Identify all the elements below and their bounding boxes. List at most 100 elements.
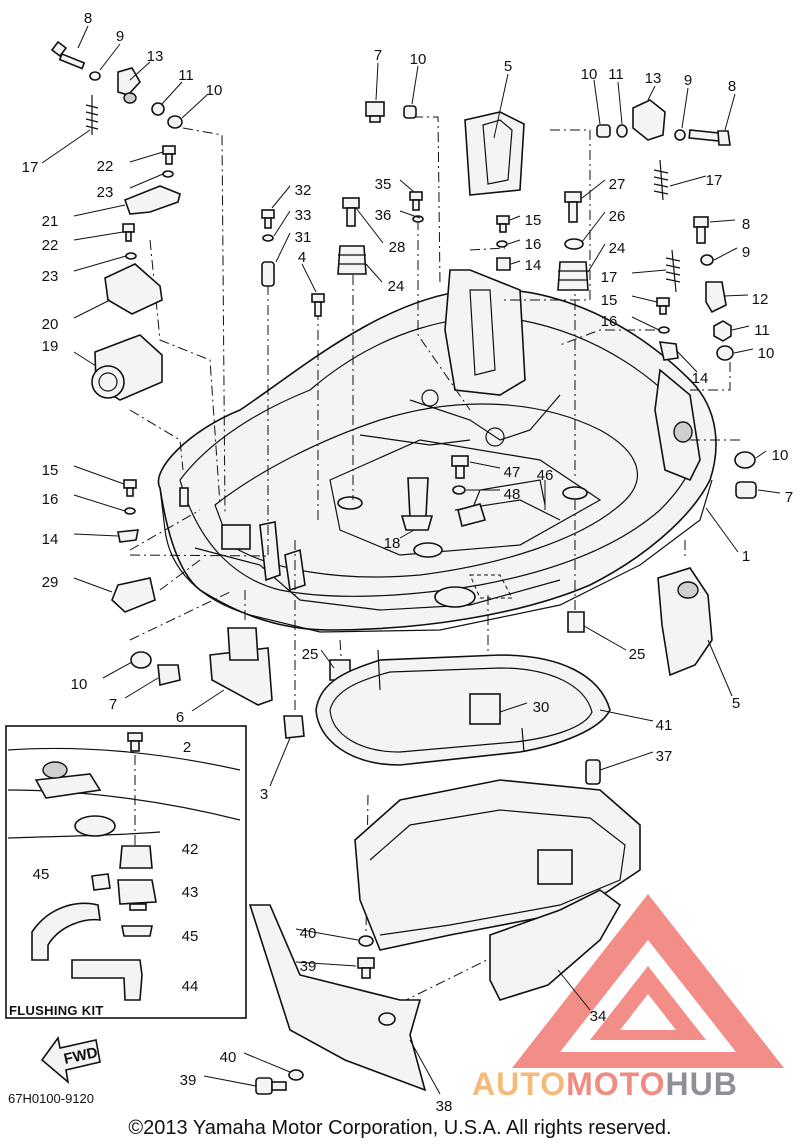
callout-40: 40: [300, 925, 317, 942]
callout-8: 8: [728, 78, 736, 95]
callout-15: 15: [42, 462, 59, 479]
seal-gasket: [315, 649, 611, 766]
callout-29: 29: [42, 574, 59, 591]
callout-10: 10: [772, 447, 789, 464]
callout-16: 16: [601, 313, 618, 330]
drawing-code: 67H0100-9120: [8, 1091, 95, 1106]
callout-15: 15: [525, 212, 542, 229]
callout-45: 45: [33, 866, 50, 883]
callout-25: 25: [302, 646, 319, 663]
callout-27: 27: [609, 176, 626, 193]
callout-8: 8: [742, 216, 750, 233]
callout-39: 39: [300, 958, 317, 975]
callout-9: 9: [116, 28, 124, 45]
callout-22: 22: [42, 237, 59, 254]
callout-10: 10: [206, 82, 223, 99]
callout-6: 6: [176, 709, 184, 726]
callout-44: 44: [182, 978, 199, 995]
callout-5: 5: [504, 58, 512, 75]
parts-top-middle: [261, 101, 525, 317]
callout-40: 40: [220, 1049, 237, 1066]
callout-15: 15: [601, 292, 618, 309]
callout-24: 24: [609, 240, 626, 257]
callout-38: 38: [436, 1098, 453, 1115]
callout-4: 4: [298, 249, 306, 266]
callout-26: 26: [609, 208, 626, 225]
parts-top-left: [50, 40, 183, 401]
flushing-kit-inset: [5, 725, 247, 1019]
fwd-arrow: FWD: [40, 1036, 101, 1085]
callout-7: 7: [785, 489, 793, 506]
callout-39: 39: [180, 1072, 197, 1089]
callout-16: 16: [525, 236, 542, 253]
callout-37: 37: [656, 748, 673, 765]
callout-17: 17: [706, 172, 723, 189]
parts-mid-left: [111, 455, 713, 739]
lower-panel-34: [489, 889, 622, 1001]
callout-11: 11: [608, 66, 624, 83]
watermark-part-auto: AUTO: [472, 1066, 567, 1102]
callout-14: 14: [42, 531, 59, 548]
callout-45: 45: [182, 928, 199, 945]
callout-41: 41: [656, 717, 673, 734]
callout-33: 33: [295, 207, 312, 224]
callout-22: 22: [97, 158, 114, 175]
callout-11: 11: [754, 322, 770, 339]
callout-7: 7: [374, 47, 382, 64]
callout-7: 7: [109, 696, 117, 713]
lower-panel-38: [248, 904, 427, 1095]
callout-23: 23: [97, 184, 114, 201]
callout-12: 12: [752, 291, 769, 308]
callout-10: 10: [758, 345, 775, 362]
callout-20: 20: [42, 316, 59, 333]
callout-10: 10: [410, 51, 427, 68]
callout-31: 31: [295, 229, 312, 246]
callout-leaders: [41, 25, 781, 1095]
callout-17: 17: [22, 159, 39, 176]
callout-16: 16: [42, 491, 59, 508]
callout-42: 42: [182, 841, 199, 858]
callout-43: 43: [182, 884, 199, 901]
callout-14: 14: [692, 370, 709, 387]
callout-48: 48: [504, 486, 521, 503]
callout-14: 14: [525, 257, 542, 274]
callout-24: 24: [388, 278, 405, 295]
callout-46: 46: [537, 467, 554, 484]
callout-17: 17: [601, 269, 618, 286]
inset-title: FLUSHING KIT: [9, 1003, 104, 1018]
fwd-label: FWD: [62, 1044, 99, 1068]
callout-28: 28: [389, 239, 406, 256]
callout-8: 8: [84, 10, 92, 27]
callout-47: 47: [504, 464, 521, 481]
callout-13: 13: [645, 70, 662, 87]
callout-18: 18: [384, 535, 401, 552]
watermark-triangle-notch: [620, 994, 676, 1030]
watermark-part-hub: HUB: [665, 1066, 738, 1102]
watermark-logo: [512, 894, 784, 1068]
callout-30: 30: [533, 699, 550, 716]
callout-11: 11: [178, 67, 194, 84]
callout-13: 13: [147, 48, 164, 65]
callout-9: 9: [684, 72, 692, 89]
callout-5: 5: [732, 695, 740, 712]
callout-19: 19: [42, 338, 59, 355]
watermark-part-moto: MOTO: [566, 1066, 666, 1102]
callout-25: 25: [629, 646, 646, 663]
callout-32: 32: [295, 182, 312, 199]
bottom-cowling: [157, 269, 717, 633]
callout-10: 10: [581, 66, 598, 83]
callout-21: 21: [42, 213, 59, 230]
callout-3: 3: [260, 786, 268, 803]
callout-10: 10: [71, 676, 88, 693]
callout-34: 34: [590, 1008, 607, 1025]
copyright-notice: ©2013 Yamaha Motor Corporation, U.S.A. A…: [128, 1117, 672, 1139]
callout-23: 23: [42, 268, 59, 285]
callout-35: 35: [375, 176, 392, 193]
parts-top-right: [496, 99, 757, 499]
callout-1: 1: [742, 548, 750, 565]
callout-2: 2: [183, 739, 191, 756]
callout-9: 9: [742, 244, 750, 261]
callout-36: 36: [375, 207, 392, 224]
